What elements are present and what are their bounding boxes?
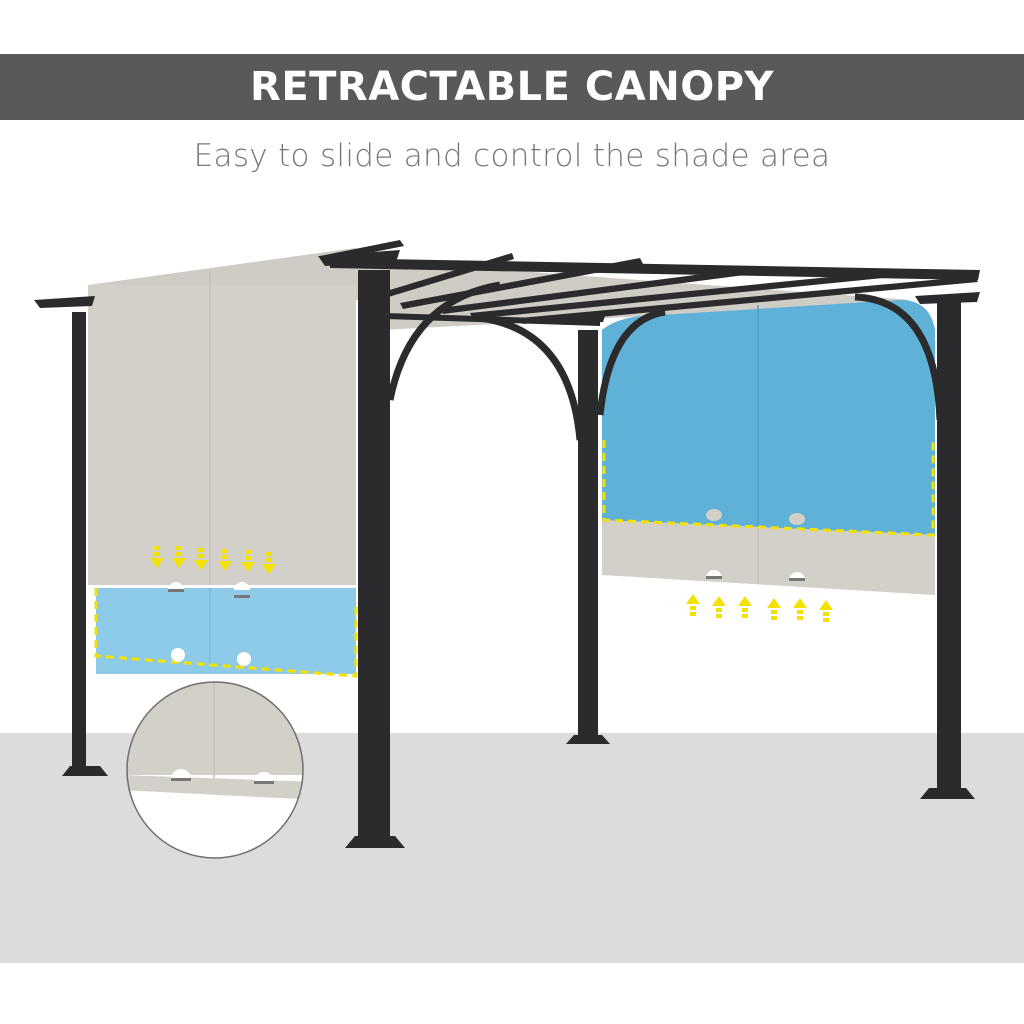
arch-braces bbox=[386, 281, 944, 441]
page-title: RETRACTABLE CANOPY bbox=[250, 64, 774, 110]
left-shade-area bbox=[96, 588, 356, 674]
arrow-down-icon bbox=[150, 546, 276, 574]
left-side-canopy bbox=[88, 285, 356, 585]
right-side-canopy bbox=[602, 520, 935, 595]
roof-rafters bbox=[320, 240, 980, 326]
arrow-up-icon bbox=[686, 594, 833, 622]
page-subtitle: Easy to slide and control the shade area bbox=[193, 138, 831, 174]
header-bar: RETRACTABLE CANOPY bbox=[0, 54, 1024, 120]
posts bbox=[34, 250, 980, 848]
right-shade-area bbox=[602, 300, 935, 535]
